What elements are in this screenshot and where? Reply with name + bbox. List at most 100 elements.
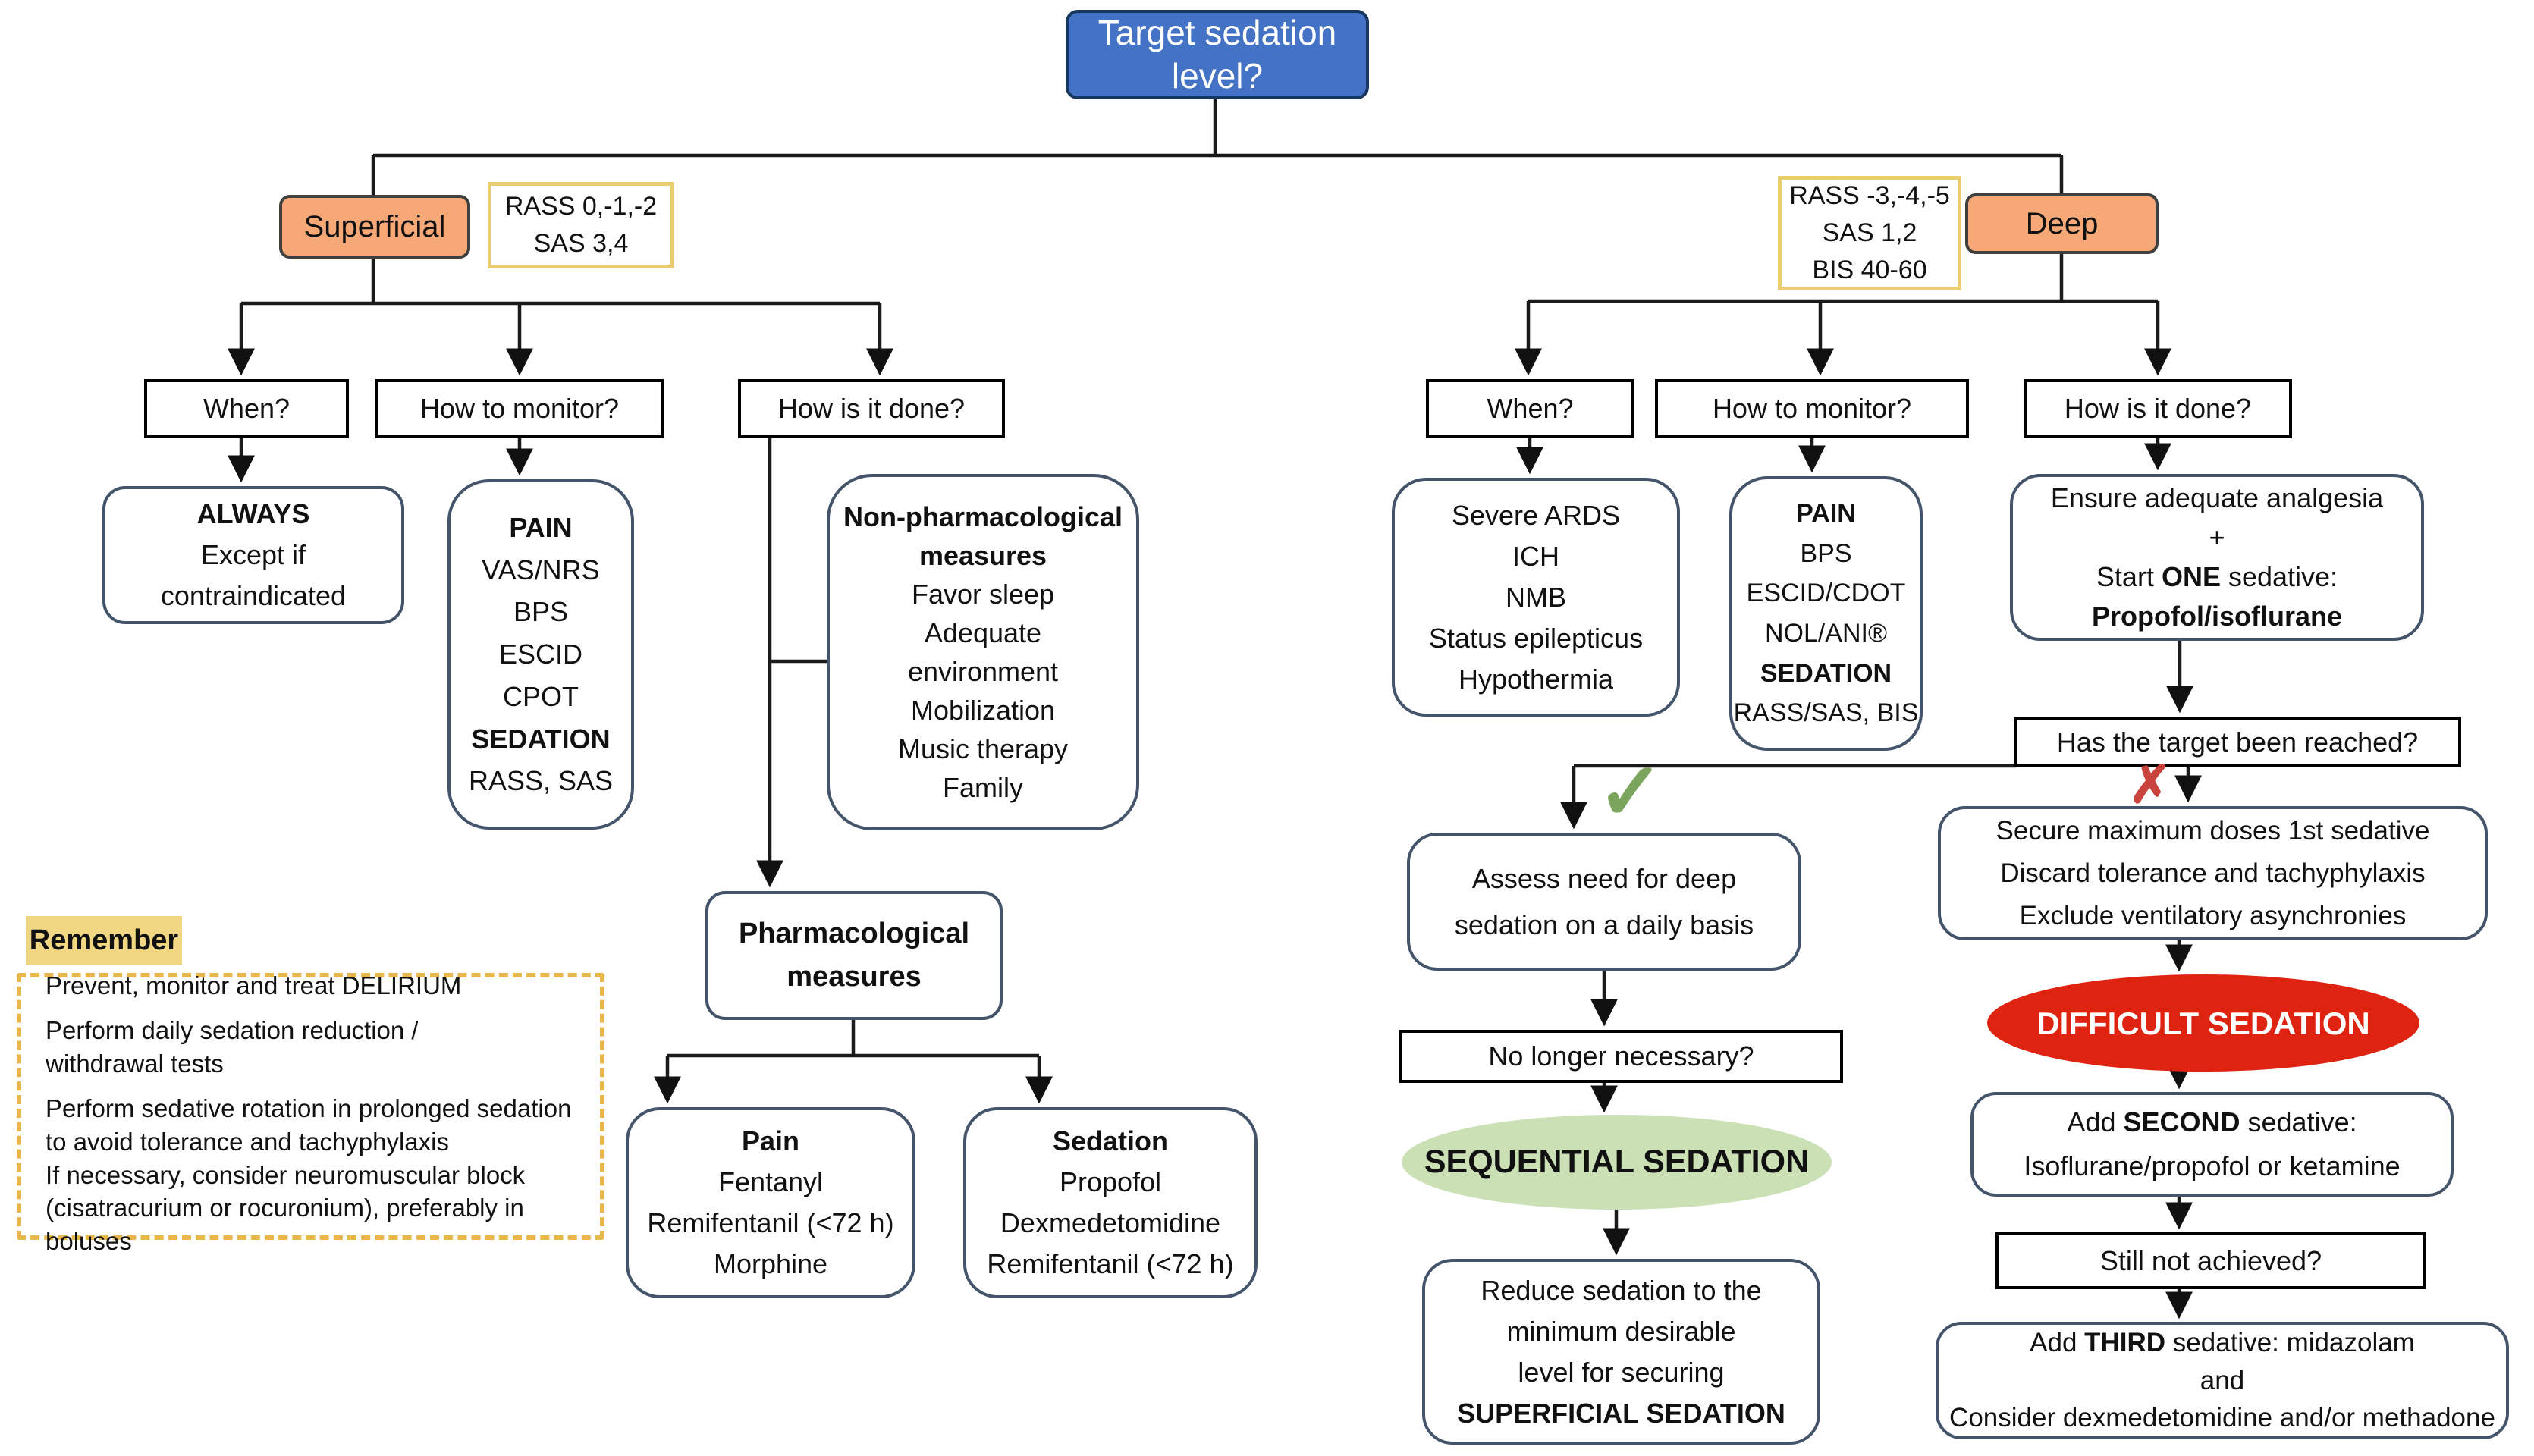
- remember-title-label: Remember: [29, 924, 179, 956]
- non-pharmacological-node: Non-pharmacological measures Favor sleep…: [827, 474, 1139, 830]
- rass-sas-bis: RASS/SAS, BIS: [1733, 698, 1919, 728]
- rass-sas: RASS, SAS: [468, 765, 614, 797]
- superficial-label: Superficial: [303, 210, 446, 243]
- ensure-analgesia-node: Ensure adequate analgesia + Start ONE se…: [2010, 474, 2424, 641]
- third-sedative-node: Add THIRD sedative: midazolam and Consid…: [1936, 1322, 2509, 1439]
- superficial-branch-node: Superficial: [279, 195, 470, 259]
- midazolam-suffix: sedative: midazolam: [2165, 1327, 2415, 1357]
- morphine: Morphine: [713, 1248, 828, 1279]
- monitor-left-label: How to monitor?: [419, 393, 620, 424]
- pain-drugs-title: Pain: [741, 1125, 800, 1156]
- add-prefix-3: Add: [2030, 1327, 2085, 1357]
- remifentanil-pain: Remifentanil (<72 h): [647, 1207, 894, 1238]
- third-line-2: and: [2200, 1365, 2245, 1395]
- secure-doses-node: Secure maximum doses 1st sedative Discar…: [1938, 806, 2488, 940]
- reduce-line-1: Reduce sedation to the: [1481, 1274, 1762, 1306]
- deep-scale-note: RASS -3,-4,-5 SAS 1,2 BIS 40-60: [1778, 176, 1961, 290]
- mobilization: Mobilization: [910, 695, 1056, 726]
- rass-superficial: RASS 0,-1,-2: [504, 191, 658, 221]
- when-right-label: When?: [1487, 393, 1574, 424]
- third-line-1: Add THIRD sedative: midazolam: [2030, 1324, 2415, 1362]
- one-emphasis: ONE: [2161, 561, 2221, 592]
- assess-need-node: Assess need for deep sedation on a daily…: [1407, 833, 1801, 971]
- pain-monitoring-node-left: PAIN VAS/NRS BPS ESCID CPOT SEDATION RAS…: [447, 479, 634, 830]
- monitor-question-right: How to monitor?: [1655, 379, 1969, 438]
- status-epilepticus: Status epilepticus: [1428, 622, 1644, 654]
- remember-line-3: withdrawal tests: [46, 1049, 224, 1078]
- sequential-label: SEQUENTIAL SEDATION: [1424, 1144, 1810, 1181]
- difficult-sedation-node: DIFFICULT SEDATION: [1987, 974, 2419, 1072]
- no-longer-question: No longer necessary?: [1399, 1030, 1843, 1083]
- still-not-label: Still not achieved?: [2099, 1244, 2322, 1276]
- monitor-question-left: How to monitor?: [375, 379, 664, 438]
- done-question-right: How is it done?: [2024, 379, 2292, 438]
- bps: BPS: [513, 596, 569, 628]
- nol-ani: NOL/ANI®: [1764, 619, 1888, 648]
- target-reached-question: Has the target been reached?: [2014, 717, 2461, 767]
- pain-title: PAIN: [509, 511, 573, 543]
- second-line-1: Add SECOND sedative:: [2067, 1100, 2357, 1144]
- deep-indications-node: Severe ARDS ICH NMB Status epilepticus H…: [1392, 478, 1680, 717]
- done-left-label: How is it done?: [777, 393, 966, 424]
- when-question-left: When?: [144, 379, 349, 438]
- remifentanil-sedation: Remifentanil (<72 h): [987, 1248, 1234, 1279]
- sedation-title: SEDATION: [471, 723, 611, 755]
- remember-line-6: If necessary, consider neuromuscular blo…: [46, 1160, 526, 1189]
- target-sedation-level-node: Target sedation level?: [1066, 10, 1369, 99]
- plus-sign: +: [2209, 521, 2225, 553]
- pain-drugs-node: Pain Fentanyl Remifentanil (<72 h) Morph…: [626, 1107, 915, 1298]
- difficult-label: DIFFICULT SEDATION: [2036, 1005, 2370, 1041]
- vas-nrs: VAS/NRS: [482, 554, 600, 585]
- remember-line-4: Perform sedative rotation in prolonged s…: [46, 1094, 572, 1123]
- sequential-sedation-node: SEQUENTIAL SEDATION: [1402, 1115, 1832, 1210]
- deep-branch-node: Deep: [1965, 193, 2159, 254]
- remember-line-7: (cisatracurium or rocuronium), preferabl…: [46, 1194, 524, 1222]
- sas-superficial: SAS 3,4: [533, 229, 629, 258]
- remember-line-2: Perform daily sedation reduction /: [46, 1016, 419, 1045]
- third-emphasis: THIRD: [2084, 1327, 2166, 1357]
- pharm-title-1: Pharmacological: [738, 918, 970, 949]
- superficial-scale-note: RASS 0,-1,-2 SAS 3,4: [488, 182, 674, 268]
- nonpharm-title-1: Non-pharmacological: [843, 500, 1123, 532]
- cross-glyph: ✗: [2128, 756, 2172, 814]
- no-longer-label: No longer necessary?: [1488, 1040, 1754, 1072]
- sedation-drugs-node: Sedation Propofol Dexmedetomidine Remife…: [963, 1107, 1258, 1298]
- bis-deep: BIS 40-60: [1812, 256, 1927, 285]
- assess-line-2: sedation on a daily basis: [1454, 909, 1754, 940]
- sedative-suffix: sedative:: [2220, 561, 2338, 592]
- propofol: Propofol: [1059, 1166, 1162, 1197]
- third-line-3: Consider dexmedetomidine and/or methadon…: [1949, 1403, 2495, 1433]
- remember-note: Prevent, monitor and treat DELIRIUM Perf…: [17, 971, 604, 1255]
- nonpharm-title-2: measures: [918, 539, 1047, 571]
- ensure-line-3: Start ONE sedative:: [2096, 557, 2338, 597]
- always-line-2: Except if: [200, 539, 306, 570]
- done-right-label: How is it done?: [2064, 393, 2252, 424]
- second-sedative-node: Add SECOND sedative: Isoflurane/propofol…: [1970, 1092, 2454, 1197]
- remember-line-5: to avoid tolerance and tachyphylaxis: [46, 1128, 449, 1156]
- always-node: ALWAYS Except if contraindicated: [102, 486, 404, 624]
- reduce-line-2: minimum desirable: [1506, 1315, 1736, 1347]
- second-emphasis: SECOND: [2123, 1106, 2240, 1138]
- favor-sleep: Favor sleep: [911, 578, 1055, 610]
- target-reached-label: Has the target been reached?: [2056, 726, 2419, 758]
- fentanyl: Fentanyl: [717, 1166, 824, 1197]
- remember-line-8: boluses: [46, 1226, 132, 1255]
- still-not-achieved-question: Still not achieved?: [1995, 1232, 2426, 1289]
- pharm-title-2: measures: [787, 961, 922, 993]
- rass-deep: RASS -3,-4,-5: [1789, 180, 1950, 210]
- secure-line-2: Discard tolerance and tachyphylaxis: [2000, 858, 2426, 888]
- pharmacological-node: Pharmacological measures: [705, 891, 1003, 1020]
- root-line-2: level?: [1171, 56, 1264, 96]
- reduce-line-3: level for securing: [1518, 1356, 1725, 1388]
- monitor-right-label: How to monitor?: [1712, 393, 1912, 424]
- escid-cdot: ESCID/CDOT: [1746, 579, 1906, 608]
- remember-title: Remember: [26, 916, 182, 965]
- check-glyph: ✓: [1597, 748, 1664, 837]
- adequate: Adequate: [924, 617, 1042, 648]
- pain-title-right: PAIN: [1796, 498, 1856, 528]
- ensure-line-1: Ensure adequate analgesia: [2050, 482, 2384, 513]
- deep-label: Deep: [2025, 207, 2099, 240]
- add-prefix-2: Add: [2067, 1106, 2124, 1138]
- propofol-isoflurane: Propofol/isoflurane: [2091, 601, 2342, 632]
